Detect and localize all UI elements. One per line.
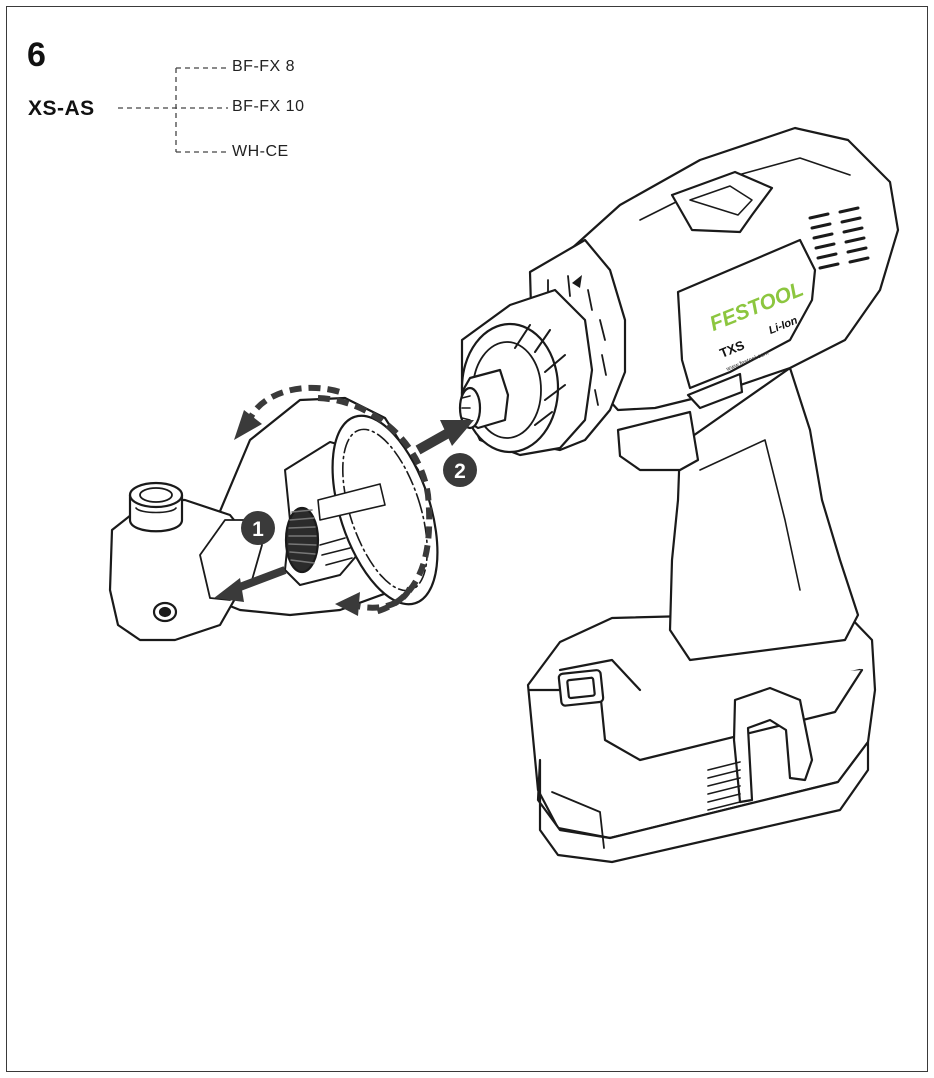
accessory-label-bf-fx-8: BF-FX 8 [232,58,296,75]
model-label: XS-AS [28,97,95,120]
angle-attachment [108,396,439,642]
drill-body [568,126,900,412]
rotate-arrowhead-top [234,410,262,440]
callout-1-label: 1 [252,518,264,541]
callout-2: 2 [443,453,477,487]
drill-chuck [458,288,594,457]
step-number: 6 [27,36,46,74]
accessory-label-wh-ce: WH-CE [232,143,289,160]
drill-handle [616,366,860,662]
accessory-label-bf-fx-10: BF-FX 10 [232,98,305,115]
arrow-1 [214,566,287,602]
arrow-2 [415,420,474,455]
accessory-bracket [118,67,228,153]
callout-2-label: 2 [454,460,466,483]
battery-pack [526,610,877,864]
arrowheads [234,410,360,616]
drill [458,126,900,864]
rotate-arrowhead-bottom [335,592,360,616]
attachment-gear [284,483,386,574]
callout-1: 1 [241,511,275,545]
